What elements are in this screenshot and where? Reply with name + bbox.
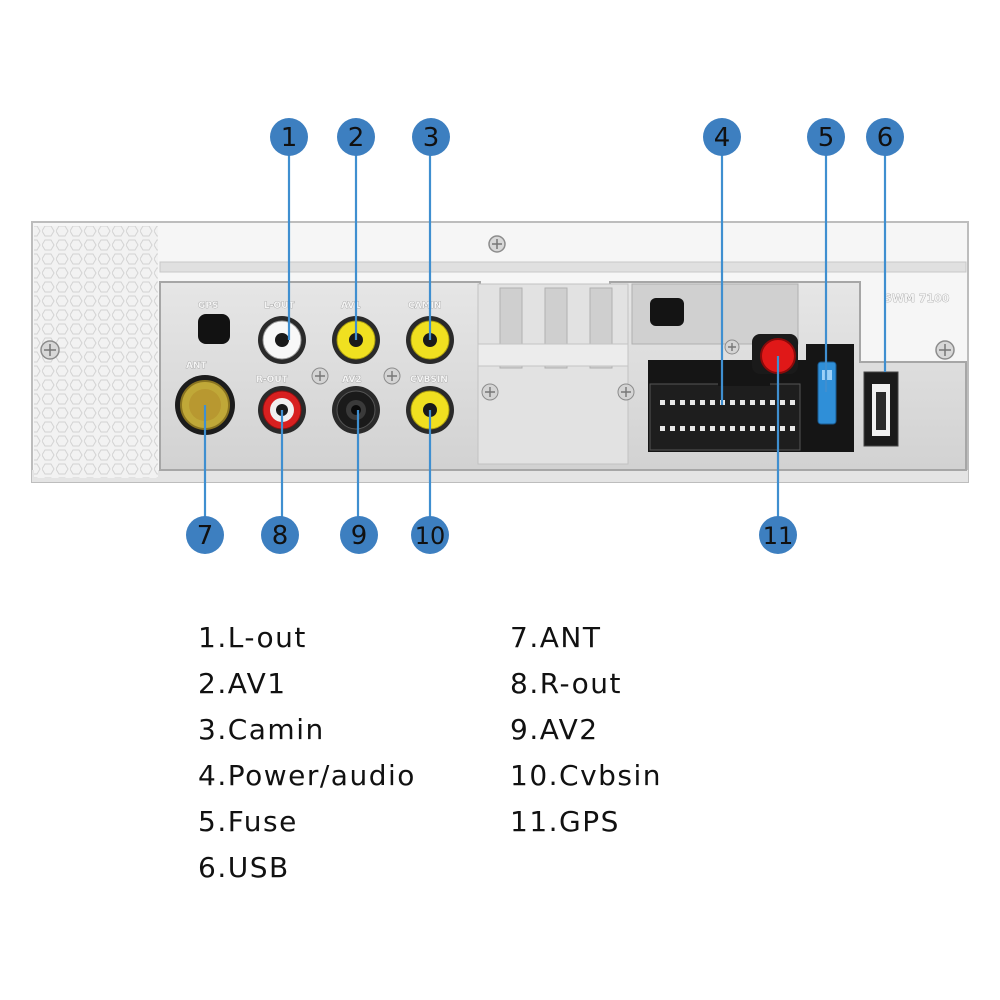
svg-text:6: 6 bbox=[877, 123, 894, 153]
legend-item-6: 6.USB bbox=[198, 851, 290, 884]
callout-6: 6 bbox=[866, 118, 904, 156]
legend-item-11: 11.GPS bbox=[510, 805, 620, 838]
panel-labels: GPS L-OUT AV1 CAMIN ANT R-OUT AV2 CVBSIN… bbox=[186, 292, 950, 386]
callout-4: 4 bbox=[703, 118, 741, 156]
callout-7: 7 bbox=[186, 516, 224, 554]
callout-5: 5 bbox=[807, 118, 845, 156]
label-camin: CAMIN bbox=[408, 301, 441, 311]
fuse[interactable] bbox=[806, 344, 854, 450]
legend-right-column: 7.ANT 8.R-out 9.AV2 10.Cvbsin 11.GPS bbox=[510, 615, 662, 845]
callout-9: 9 bbox=[340, 516, 378, 554]
leader-lines bbox=[203, 155, 887, 518]
svg-text:4: 4 bbox=[714, 123, 731, 153]
label-cvbsin: CVBSIN bbox=[410, 375, 448, 385]
legend-item-4: 4.Power/audio bbox=[198, 759, 416, 792]
legend-item-10: 10.Cvbsin bbox=[510, 759, 663, 792]
callout-3: 3 bbox=[412, 118, 450, 156]
label-gps: GPS bbox=[198, 301, 218, 311]
svg-text:3: 3 bbox=[423, 123, 440, 153]
callout-badges: 1 2 3 4 5 6 7 8 9 10 11 bbox=[186, 118, 904, 554]
svg-text:5: 5 bbox=[818, 123, 835, 153]
legend-item-8: 8.R-out bbox=[510, 667, 623, 700]
legend-item-2: 2.AV1 bbox=[198, 667, 287, 700]
legend-item-3: 3.Camin bbox=[198, 713, 325, 746]
callout-10: 10 bbox=[411, 516, 449, 554]
svg-text:10: 10 bbox=[415, 522, 446, 550]
label-ant: ANT bbox=[186, 361, 207, 371]
callout-2: 2 bbox=[337, 118, 375, 156]
svg-text:1: 1 bbox=[281, 123, 298, 153]
usb-port[interactable] bbox=[863, 371, 899, 447]
label-l-out: L-OUT bbox=[264, 301, 295, 311]
rca-l-out[interactable] bbox=[258, 316, 306, 364]
legend-item-9: 9.AV2 bbox=[510, 713, 599, 746]
rear-panel-diagram: GPS L-OUT AV1 CAMIN ANT R-OUT AV2 CVBSIN… bbox=[31, 118, 969, 554]
label-av1: AV1 bbox=[341, 301, 361, 311]
svg-text:8: 8 bbox=[272, 521, 289, 551]
label-r-out: R-OUT bbox=[256, 375, 289, 385]
rca-r-out[interactable] bbox=[258, 386, 306, 434]
legend-left-column: 1.L-out 2.AV1 3.Camin 4.Power/audio 5.Fu… bbox=[198, 615, 416, 891]
legend-item-1: 1.L-out bbox=[198, 621, 307, 654]
panel-screws bbox=[311, 339, 740, 401]
callout-1: 1 bbox=[270, 118, 308, 156]
svg-text:11: 11 bbox=[763, 522, 794, 550]
legend-item-5: 5.Fuse bbox=[198, 805, 298, 838]
gps-port-hole bbox=[198, 314, 230, 344]
label-av2: AV2 bbox=[342, 375, 362, 385]
av2-jack[interactable] bbox=[332, 386, 380, 434]
top-rail bbox=[159, 261, 967, 273]
svg-text:2: 2 bbox=[348, 123, 365, 153]
callout-8: 8 bbox=[261, 516, 299, 554]
svg-text:9: 9 bbox=[351, 521, 368, 551]
label-model: SWM 7100 bbox=[884, 292, 950, 305]
legend-item-7: 7.ANT bbox=[510, 621, 602, 654]
callout-11: 11 bbox=[759, 516, 797, 554]
gps-connector[interactable] bbox=[752, 334, 798, 374]
svg-text:7: 7 bbox=[197, 521, 214, 551]
